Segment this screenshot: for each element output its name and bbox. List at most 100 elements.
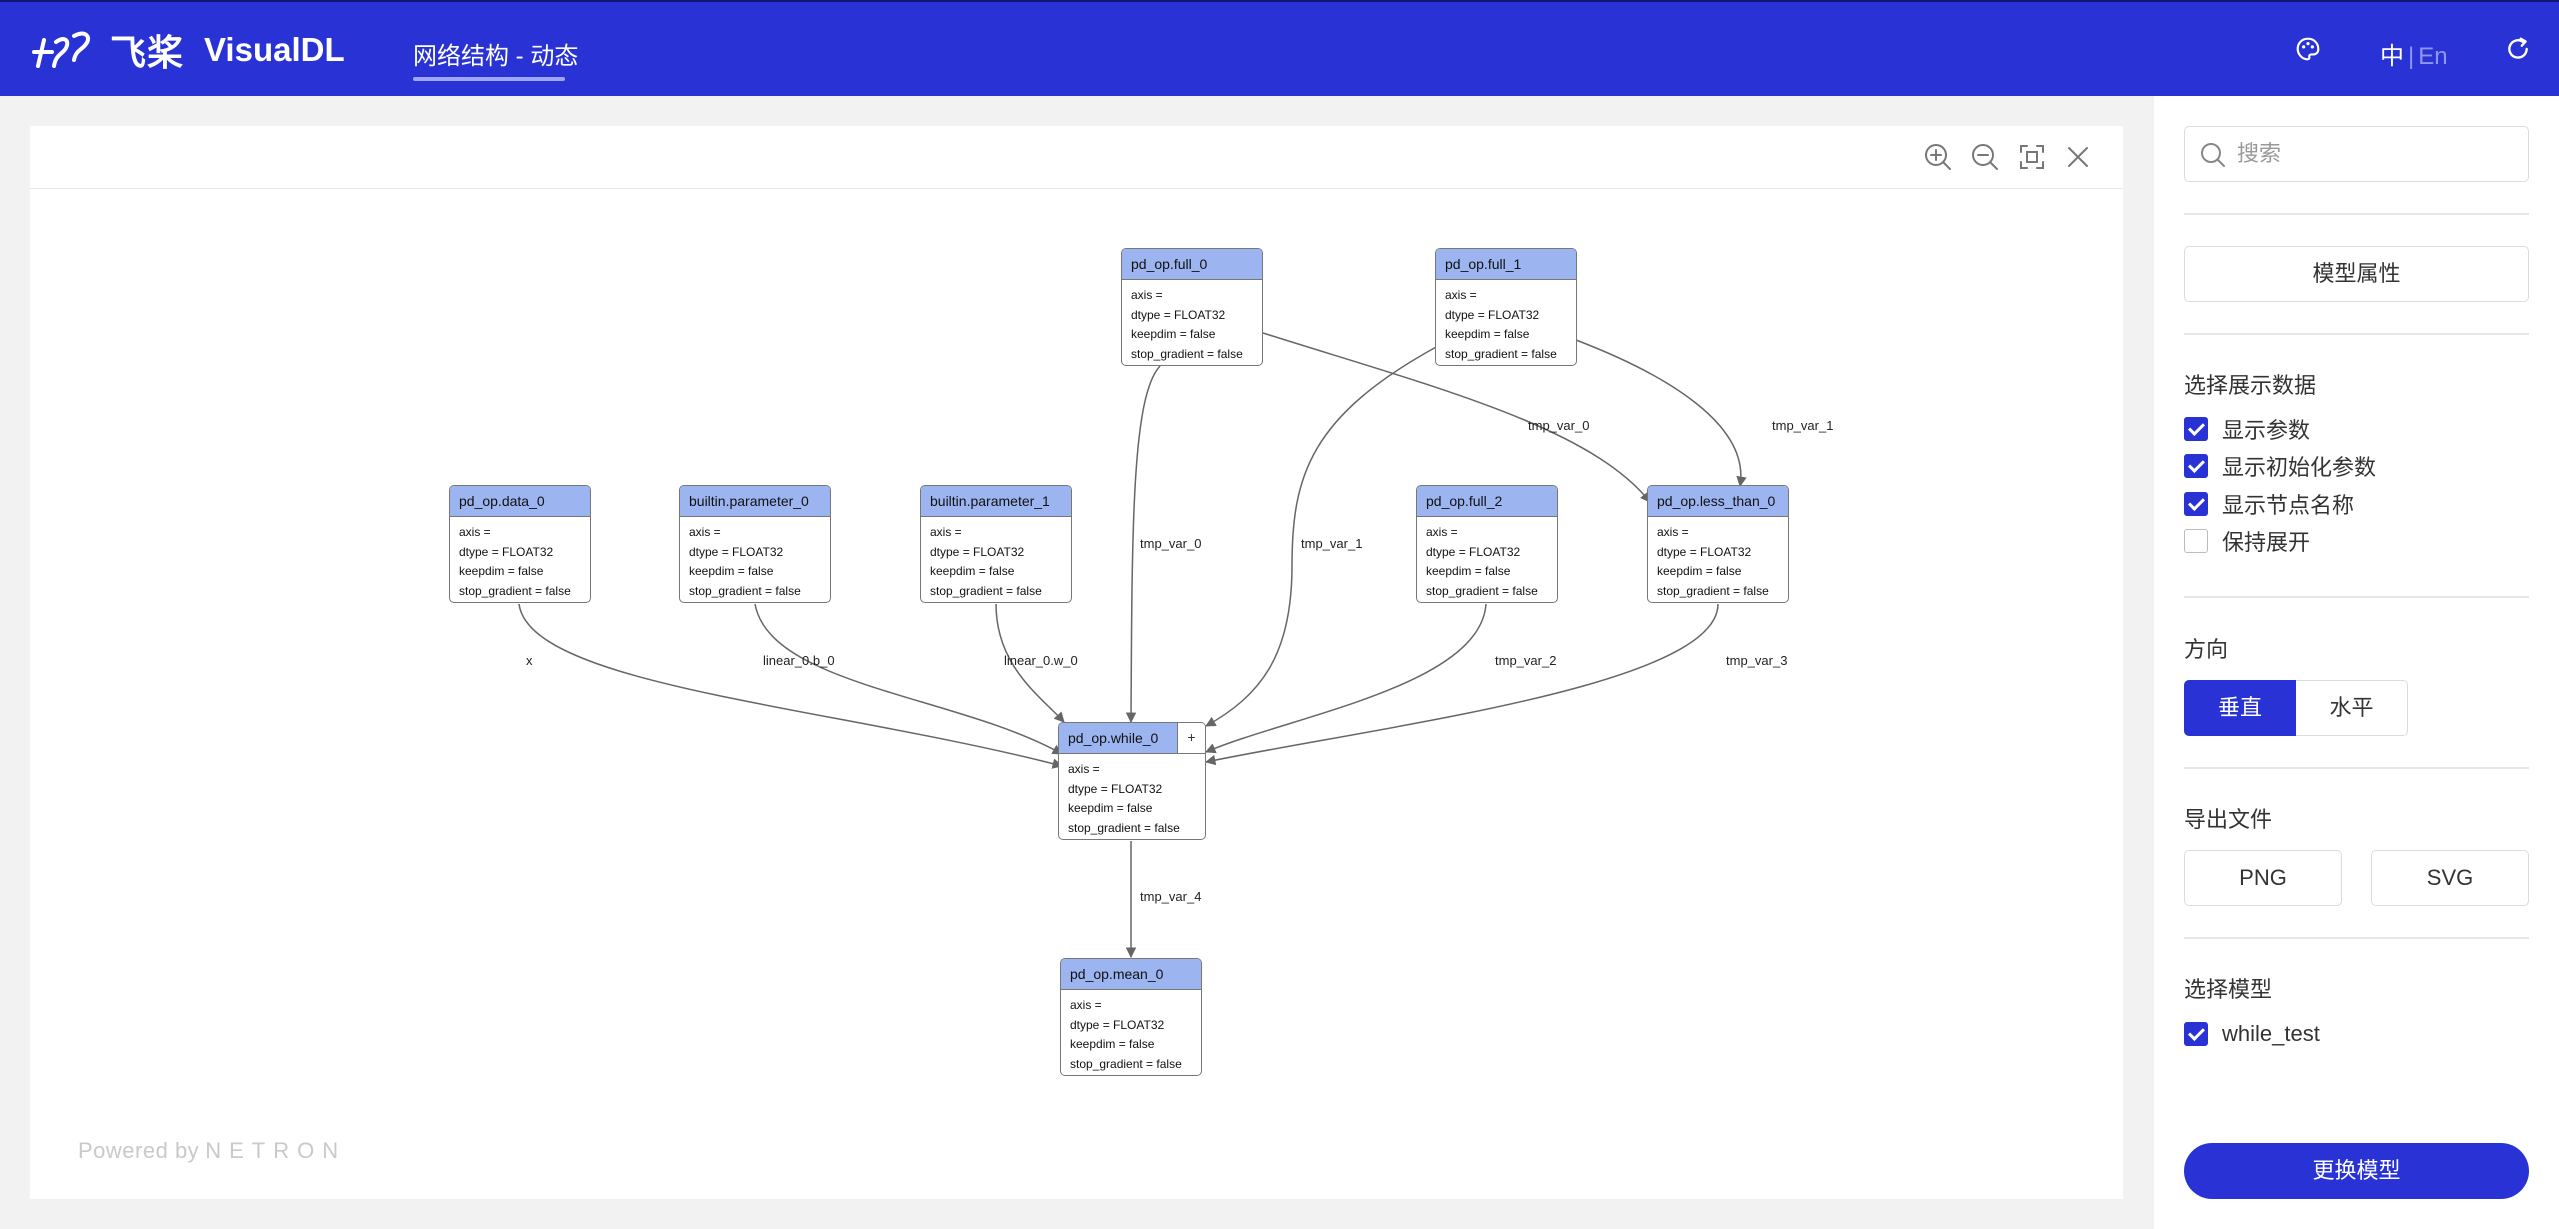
graph-node[interactable]: pd_op.less_than_0 axis = dtype = FLOAT32… [1647,485,1789,603]
select-model-title: 选择模型 [2184,977,2273,1002]
node-attr: dtype = FLOAT32 [1657,544,1752,559]
checkbox[interactable] [2184,529,2208,553]
checkbox[interactable] [2184,1022,2208,1046]
node-title: pd_op.data_0 [450,486,590,517]
fit-screen-icon[interactable] [2017,142,2047,172]
option-show-params[interactable]: 显示参数 [2184,416,2310,443]
export-svg-button[interactable]: SVG [2371,850,2529,906]
edge-label: tmp_var_0 [1528,418,1590,433]
node-attr: keepdim = false [689,564,774,578]
node-attr: axis = [930,525,962,539]
node-title: pd_op.mean_0 [1061,959,1201,990]
graph-node[interactable]: pd_op.full_1 axis = dtype = FLOAT32 keep… [1435,248,1577,366]
node-attr: dtype = FLOAT32 [689,544,784,559]
graph-node[interactable]: builtin.parameter_0 axis = dtype = FLOAT… [679,485,831,603]
node-attr: dtype = FLOAT32 [459,544,554,559]
node-attr: keepdim = false [1068,801,1153,815]
node-attributes: axis = dtype = FLOAT32 keepdim = false s… [1059,754,1205,838]
refresh-icon[interactable] [2505,36,2531,62]
node-attr: stop_gradient = false [1068,820,1180,835]
logo-text-en: VisualDL [204,31,345,68]
edge-label: linear_0.b_0 [763,653,835,668]
node-attr: stop_gradient = false [1070,1056,1182,1071]
node-title: pd_op.full_0 [1122,249,1262,280]
export-png-button[interactable]: PNG [2184,850,2342,906]
node-attr: keepdim = false [1070,1037,1155,1051]
side-panel: 模型属性 选择展示数据 显示参数 显示初始化参数 显示节点名称 保持展开 方向 … [2154,96,2559,1229]
model-properties-button[interactable]: 模型属性 [2184,246,2529,302]
node-attr: keepdim = false [1426,564,1511,578]
option-show-node-names[interactable]: 显示节点名称 [2184,491,2355,518]
edge-full0-while0 [1125,365,1161,724]
node-attributes: axis = dtype = FLOAT32 keepdim = false s… [1122,280,1262,364]
zoom-out-icon[interactable] [1970,142,2000,172]
graph-node[interactable]: pd_op.data_0 axis = dtype = FLOAT32 keep… [449,485,591,603]
node-attr: axis = [459,525,491,539]
option-show-init-params[interactable]: 显示初始化参数 [2184,453,2377,480]
node-attr: stop_gradient = false [1131,346,1243,361]
direction-vertical-button[interactable]: 垂直 [2184,680,2296,736]
node-attr: axis = [1131,288,1163,302]
node-attributes: axis = dtype = FLOAT32 keepdim = false s… [450,517,590,601]
lang-en[interactable]: En [2418,43,2448,70]
graph-edges [518,332,1747,959]
edge-label: tmp_var_1 [1772,418,1834,433]
close-icon[interactable] [2063,142,2093,172]
nav-tab-graph-dynamic[interactable]: 网络结构 - 动态 [413,43,579,70]
node-attr: axis = [689,525,721,539]
option-label: 显示节点名称 [2222,493,2355,518]
node-title: pd_op.full_2 [1417,486,1557,517]
checkbox[interactable] [2184,417,2208,441]
search-input[interactable] [2237,139,2517,169]
edge-full1-lessthan0 [1575,339,1747,488]
search-box[interactable] [2184,126,2529,182]
node-attr: dtype = FLOAT32 [1068,781,1163,796]
node-attr: stop_gradient = false [1445,346,1557,361]
node-title: builtin.parameter_1 [921,486,1071,517]
export-title: 导出文件 [2184,807,2273,832]
node-attributes: axis = dtype = FLOAT32 keepdim = false s… [921,517,1071,601]
edge-label: tmp_var_4 [1140,889,1202,904]
lang-separator: | [2408,43,2415,70]
option-label: 显示初始化参数 [2222,455,2377,480]
language-switch[interactable]: 中|En [2380,36,2448,71]
divider [2184,213,2529,215]
node-attr: keepdim = false [1657,564,1742,578]
graph-node[interactable]: pd_op.full_0 axis = dtype = FLOAT32 keep… [1121,248,1263,366]
node-attr: dtype = FLOAT32 [930,544,1025,559]
node-attr: dtype = FLOAT32 [1426,544,1521,559]
graph-node[interactable]: pd_op.mean_0 axis = dtype = FLOAT32 keep… [1060,958,1202,1076]
divider [2184,767,2529,769]
node-expand-button[interactable]: + [1177,723,1205,754]
node-attr: dtype = FLOAT32 [1131,307,1226,322]
graph-node[interactable]: builtin.parameter_1 axis = dtype = FLOAT… [920,485,1072,603]
model-option[interactable]: while_test [2184,1021,2320,1047]
direction-horizontal-button[interactable]: 水平 [2296,680,2408,736]
graph-node[interactable]: pd_op.full_2 axis = dtype = FLOAT32 keep… [1416,485,1558,603]
edge-full1-while0 [1205,345,1439,727]
checkbox[interactable] [2184,492,2208,516]
zoom-in-icon[interactable] [1923,142,1953,172]
node-attr: axis = [1426,525,1458,539]
divider [2184,596,2529,598]
edge-param1-while0 [995,603,1065,723]
lang-zh[interactable]: 中 [2380,43,2404,70]
node-attributes: axis = dtype = FLOAT32 keepdim = false s… [1417,517,1557,601]
change-model-button[interactable]: 更换模型 [2184,1143,2529,1199]
node-attributes: axis = dtype = FLOAT32 keepdim = false s… [1648,517,1788,601]
graph-canvas[interactable]: tmp_var_0 tmp_var_0 tmp_var_1 tmp_var_1 … [30,126,2123,1199]
graph-node[interactable]: pd_op.while_0 + axis = dtype = FLOAT32 k… [1058,722,1206,840]
direction-title: 方向 [2184,637,2229,662]
netron-brand: NETRON [205,1138,347,1163]
node-attr: keepdim = false [459,564,544,578]
palette-icon[interactable] [2295,36,2321,62]
direction-toggle: 垂直 水平 [2184,680,2408,736]
logo[interactable]: 飞桨 VisualDL [30,26,345,74]
edge-data0-while0 [518,603,1064,769]
option-label: while_test [2222,1021,2320,1046]
divider [2184,937,2529,939]
edge-label: tmp_var_1 [1301,536,1363,551]
checkbox[interactable] [2184,454,2208,478]
option-keep-expanded[interactable]: 保持展开 [2184,528,2310,555]
edge-label: linear_0.w_0 [1004,653,1078,668]
